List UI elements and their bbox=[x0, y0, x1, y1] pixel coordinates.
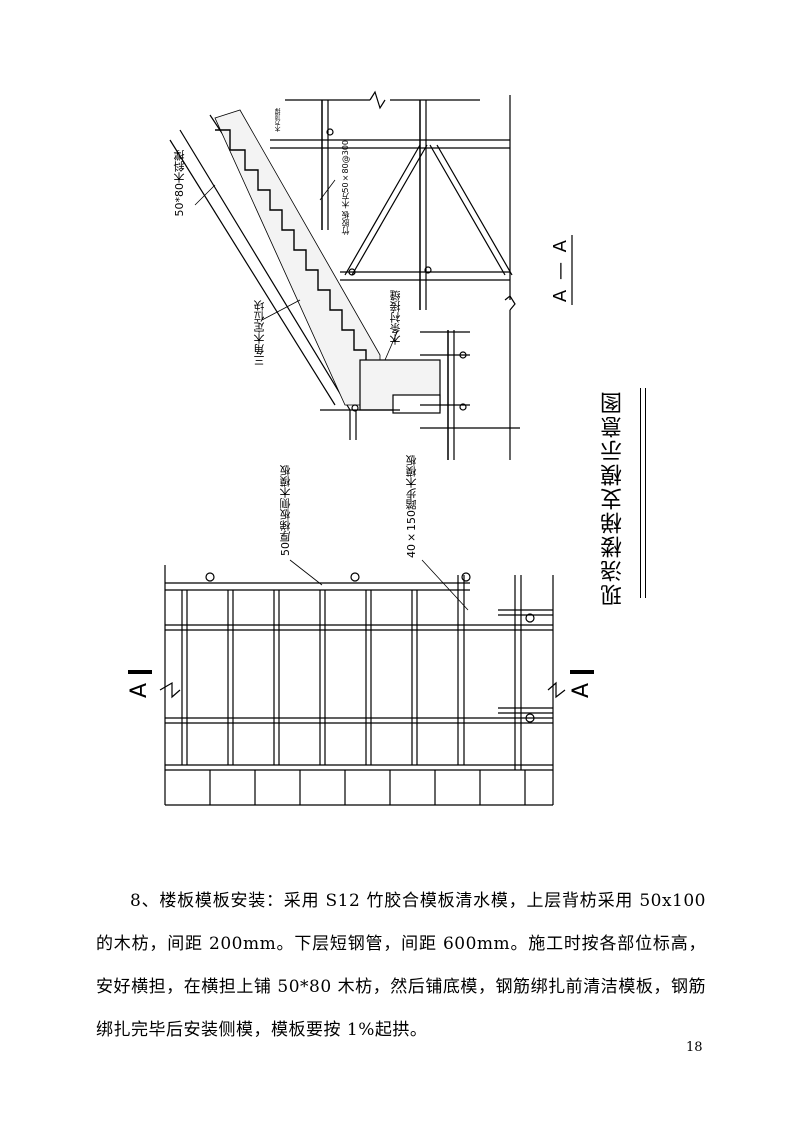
stair-formwork-drawing: 50*80木斜撑 三角木定位块 木条衬接缝 竹胶板 木方50×80@300 木方… bbox=[127, 90, 595, 806]
section-mark-left: A bbox=[127, 682, 153, 699]
step-board-label: 木条衬接缝 bbox=[389, 290, 402, 345]
figure-title-rule bbox=[640, 388, 646, 598]
side-board-label: 50厚梯板侧木模板 bbox=[279, 465, 292, 556]
paragraph-formwork: 8、楼板模板安装：采用 S12 竹胶合模板清水模，上层背枋采用 50x100 的… bbox=[96, 891, 706, 1040]
triangle-block-label: 三角木定位块 bbox=[253, 300, 266, 366]
page-number: 18 bbox=[686, 1040, 703, 1055]
section-title: A — A bbox=[550, 238, 571, 303]
small-note-label: 木方顶撑 bbox=[275, 108, 282, 132]
section-mark-right: A bbox=[569, 682, 595, 699]
figure-title: 现浇楼梯支模示意图 bbox=[601, 390, 626, 606]
body-text: 8、楼板模板安装：采用 S12 竹胶合模板清水模，上层背枋采用 50x100 的… bbox=[96, 880, 706, 1052]
riser-board-label: 40×150踏步木模板 bbox=[405, 455, 418, 558]
drawing-svg bbox=[128, 90, 594, 806]
beam-note-label: 竹胶板 木方50×80@300 bbox=[341, 140, 350, 236]
brace-label: 50*80木斜撑 bbox=[173, 150, 186, 217]
